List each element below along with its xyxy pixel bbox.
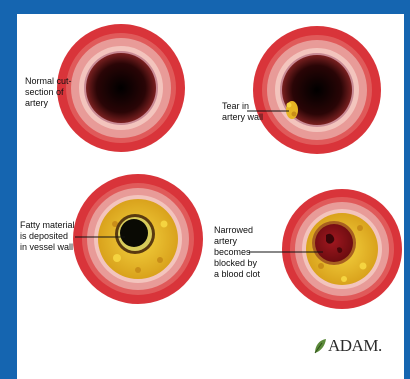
- artery-fatty-deposit: [73, 174, 203, 304]
- adam-logo: ADAM.: [313, 336, 382, 356]
- artery-illustration: [17, 14, 404, 379]
- leaf-icon: [313, 338, 327, 354]
- artery-normal: [57, 24, 185, 152]
- tear-deposit: [286, 101, 298, 119]
- artery-clot: [282, 189, 402, 309]
- label-narrowed-artery: Narrowed artery becomes blocked by a blo…: [214, 225, 260, 280]
- label-normal-artery: Normal cut- section of artery: [25, 76, 72, 109]
- label-fatty-material: Fatty material is deposited in vessel wa…: [20, 220, 75, 253]
- artery-tear: [253, 26, 381, 154]
- label-tear: Tear in artery wall: [222, 101, 263, 123]
- adam-logo-text: ADAM.: [328, 336, 382, 356]
- diagram-panel: Normal cut- section of artery Tear in ar…: [17, 14, 404, 379]
